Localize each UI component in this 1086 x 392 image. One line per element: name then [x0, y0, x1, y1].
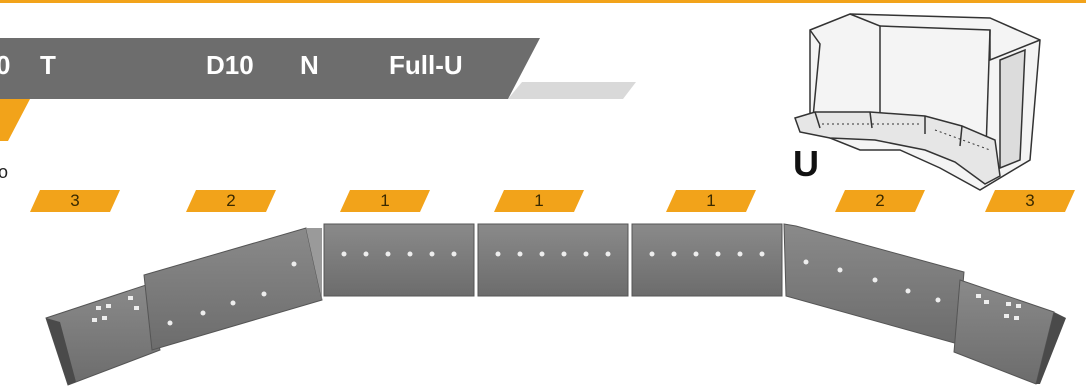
segment-tag-number: 2 [226, 191, 236, 210]
header-blade-type: Full-U [389, 50, 463, 80]
banner-light-strip [508, 82, 636, 99]
u-blade-icon [794, 13, 1041, 191]
edge-section-left-2 [143, 227, 323, 351]
side-note: o [0, 162, 9, 182]
tag-shape [340, 190, 430, 212]
segment-tag-number: 3 [70, 191, 80, 210]
edge-section-right-2 [783, 223, 965, 345]
edge-section-center-1c [631, 223, 783, 297]
segment-tag: 2 [186, 190, 276, 212]
segment-tag: 1 [666, 190, 756, 212]
blade-type-letter: U [793, 143, 819, 184]
top-accent-line [0, 0, 1086, 3]
segment-tag-number: 1 [380, 191, 390, 210]
tag-shape [835, 190, 925, 212]
segment-tag: 1 [340, 190, 430, 212]
header-left-code: 0 [0, 50, 11, 80]
tag-shape [666, 190, 756, 212]
segment-tag-number: 1 [534, 191, 544, 210]
segment-tag: 3 [985, 190, 1075, 212]
banner-orange-corner [0, 99, 30, 141]
segment-tag-number: 1 [706, 191, 716, 210]
header-left-type: T [40, 50, 56, 80]
edge-section-center-1b [477, 223, 629, 297]
end-bit-left [45, 284, 161, 386]
segment-tag: 3 [30, 190, 120, 212]
segment-tag: 1 [494, 190, 584, 212]
tag-shape [186, 190, 276, 212]
header-variant: N [300, 50, 319, 80]
segment-tag: 2 [835, 190, 925, 212]
tag-shape [494, 190, 584, 212]
end-bit-right [953, 279, 1066, 385]
edge-section-center-1a [323, 223, 475, 297]
tag-shape [30, 190, 120, 212]
tag-shape [985, 190, 1075, 212]
banner-dark-bar [0, 38, 540, 99]
segment-tag-number: 2 [875, 191, 885, 210]
header-model: D10 [206, 50, 254, 80]
segment-tag-number: 3 [1025, 191, 1035, 210]
